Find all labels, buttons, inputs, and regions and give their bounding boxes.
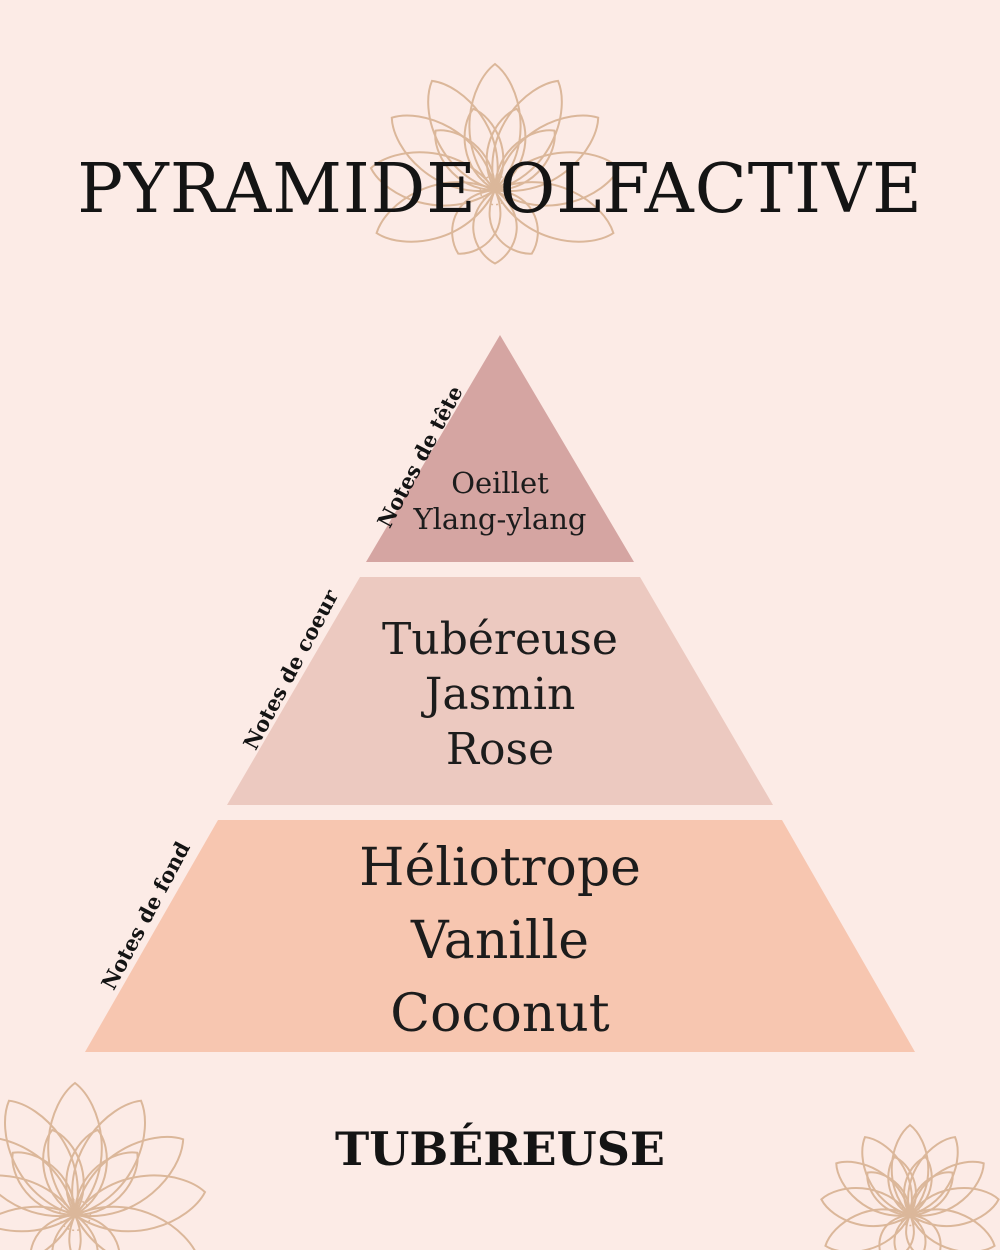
- tier-bottom-notes: Héliotrope Vanille Coconut: [300, 832, 700, 1051]
- tier-top-shape: [366, 335, 634, 562]
- note-item: Tubéreuse: [382, 614, 618, 665]
- note-item: Héliotrope: [359, 838, 641, 898]
- note-item: Jasmin: [424, 669, 576, 720]
- note-item: Oeillet: [451, 466, 549, 500]
- page-title: PYRAMIDE OLFACTIVE: [77, 150, 923, 229]
- note-item: Vanille: [411, 911, 589, 971]
- note-item: Rose: [445, 724, 555, 775]
- note-item: Coconut: [390, 984, 610, 1044]
- flower-top-icon: [369, 62, 621, 265]
- perfume-name: TUBÉREUSE: [335, 1122, 665, 1176]
- flower-bottom-left-icon: [0, 1081, 207, 1250]
- flower-decorations: [0, 62, 1000, 1250]
- note-item: Ylang-ylang: [413, 502, 587, 536]
- tier-bottom-shape: [85, 820, 915, 1052]
- tier-top-notes: Oeillet Ylang-ylang: [400, 465, 600, 537]
- flower-bottom-right-icon: [820, 1123, 1000, 1250]
- tier-middle-notes: Tubéreuse Jasmin Rose: [340, 612, 660, 777]
- tier-middle-shape: [227, 577, 773, 805]
